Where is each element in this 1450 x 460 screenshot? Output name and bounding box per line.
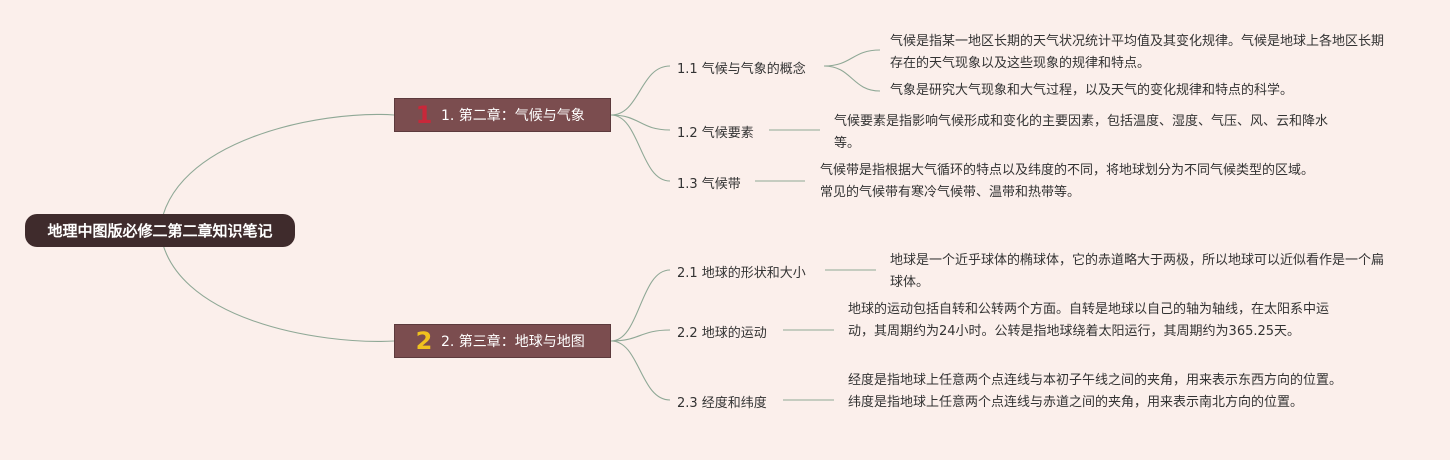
- chapter-label: 2. 第三章：地球与地图: [441, 334, 585, 350]
- root-title: 地理中图版必修二第二章知识笔记: [47, 222, 273, 240]
- note-text: 地球的运动包括自转和公转两个方面。自转是地球以自己的轴为轴线，在太阳系中运动，其…: [848, 302, 1330, 339]
- chapter-label: 1. 第二章：气候与气象: [441, 108, 585, 124]
- chapter-node-1[interactable]: 1 1. 第二章：气候与气象: [394, 98, 611, 132]
- topic-node[interactable]: 1.2 气候要素: [677, 126, 754, 141]
- number-2-icon: 2: [415, 327, 433, 355]
- topic-node[interactable]: 1.3 气候带: [677, 177, 741, 192]
- chapter-node-2[interactable]: 2 2. 第三章：地球与地图: [394, 324, 611, 358]
- note-text: 气候带是指根据大气循环的特点以及纬度的不同，将地球划分为不同气候类型的区域。常见…: [820, 163, 1315, 200]
- root-node[interactable]: 地理中图版必修二第二章知识笔记: [25, 214, 295, 247]
- note-text: 气候是指某一地区长期的天气状况统计平均值及其变化规律。气候是地球上各地区长期存在…: [890, 34, 1385, 71]
- topic-node[interactable]: 2.2 地球的运动: [677, 326, 767, 341]
- note-text: 气候要素是指影响气候形成和变化的主要因素，包括温度、湿度、气压、风、云和降水等。: [834, 114, 1329, 151]
- topic-node[interactable]: 2.3 经度和纬度: [677, 396, 767, 411]
- note-text: 地球是一个近乎球体的椭球体，它的赤道略大于两极，所以地球可以近似看作是一个扁球体…: [890, 253, 1385, 290]
- note-text: 气象是研究大气现象和大气过程，以及天气的变化规律和特点的科学。: [890, 83, 1294, 98]
- topic-node[interactable]: 1.1 气候与气象的概念: [677, 62, 806, 77]
- number-1-icon: 1: [415, 101, 433, 129]
- topic-node[interactable]: 2.1 地球的形状和大小: [677, 266, 806, 281]
- note-text: 经度是指地球上任意两个点连线与本初子午线之间的夹角，用来表示东西方向的位置。纬度…: [848, 373, 1343, 410]
